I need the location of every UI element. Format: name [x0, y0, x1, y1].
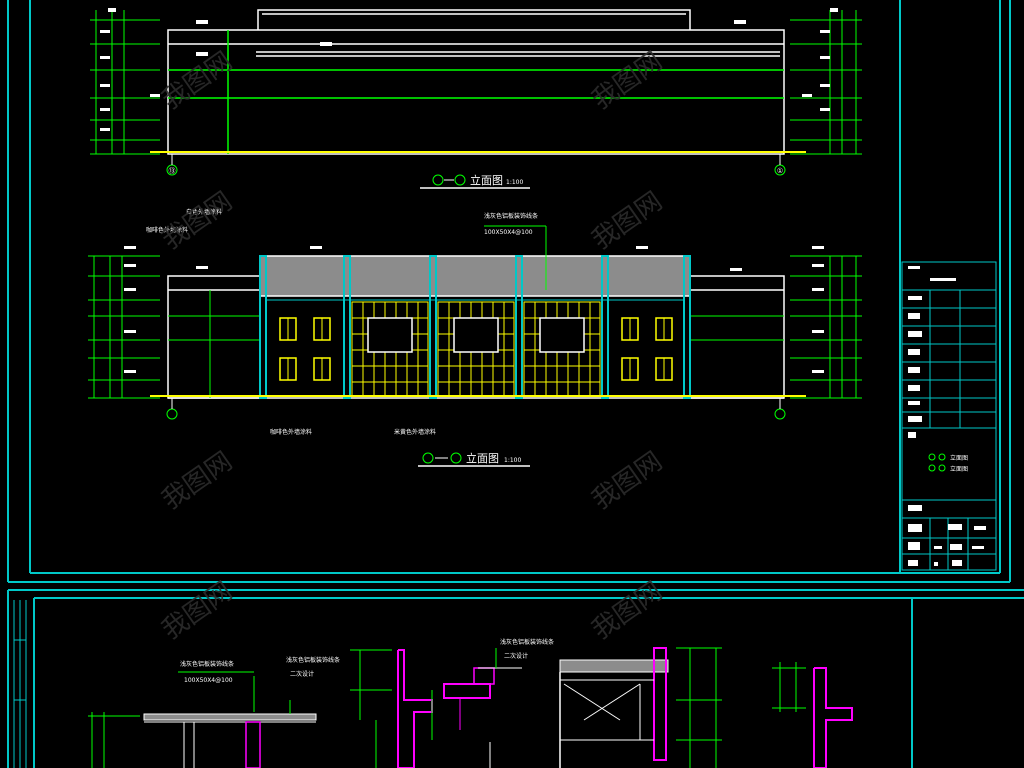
elevation-top-title-text: 立面图 — [470, 173, 503, 187]
legend-label-2: 立面图 — [950, 465, 968, 473]
elevation-bottom-axes — [166, 398, 786, 420]
detail-note-2-sub: 二次设计 — [290, 670, 314, 678]
watermark-2: 我图网 — [587, 46, 668, 115]
detail-note-1-dim: 100X50X4@100 — [184, 677, 233, 684]
title-block-marks — [908, 266, 986, 566]
elevation-bottom-notes: 白色外墙涂料 咖啡色外墙涂料 浅灰色铝板装饰线条 100X50X4@100 咖啡… — [146, 208, 538, 436]
elevation-top: ⑬ ① 立面图 1:100 — [90, 8, 862, 189]
note-coffee-coating: 咖啡色外墙涂料 — [146, 226, 188, 234]
detail-frame-section — [559, 647, 722, 768]
elevation-bottom: 白色外墙涂料 咖啡色外墙涂料 浅灰色铝板装饰线条 100X50X4@100 咖啡… — [88, 208, 862, 467]
elevation-top-dim-marks — [100, 8, 838, 131]
note-bottom-coffee: 咖啡色外墙涂料 — [270, 428, 312, 436]
detail-note-3-sub: 二次设计 — [504, 652, 528, 660]
watermark-3: 我图网 — [157, 186, 238, 255]
note-bottom-beige: 米黄色外墙涂料 — [394, 428, 436, 436]
elevation-top-dim-left — [90, 10, 160, 155]
detail-wall-section-2: 浅灰色铝板装饰线条 二次设计 — [443, 638, 554, 768]
detail-note-2: 浅灰色铝板装饰线条 — [286, 656, 340, 664]
detail-note-1: 浅灰色铝板装饰线条 — [180, 660, 234, 668]
elevation-top-dim-right — [790, 10, 862, 155]
elevation-top-axes: ⑬ ① — [166, 154, 786, 176]
elevation-bottom-dim-right — [790, 255, 862, 399]
detail-note-3: 浅灰色铝板装饰线条 — [500, 638, 554, 646]
watermark-7: 我图网 — [157, 576, 238, 645]
watermark-6: 我图网 — [587, 446, 668, 515]
elevation-bottom-leaders — [484, 225, 547, 290]
elevation-bottom-dim-marks — [124, 246, 824, 373]
title-block — [901, 261, 997, 571]
detail-wall-section-3 — [772, 662, 853, 768]
elevation-bottom-title-text: 立面图 — [466, 451, 499, 465]
elevation-bottom-roof — [259, 255, 691, 297]
elevation-bottom-wing-bands — [168, 290, 784, 398]
axis-label-right: ① — [777, 167, 783, 175]
note-white-coating: 白色外墙涂料 — [186, 208, 222, 216]
note-aluminum-trim: 浅灰色铝板装饰线条 — [484, 212, 538, 220]
watermark-4: 我图网 — [587, 186, 668, 255]
elevation-top-scale: 1:100 — [506, 179, 523, 186]
note-aluminum-trim-dim: 100X50X4@100 — [484, 229, 533, 236]
elevation-top-building — [167, 9, 785, 155]
elevation-bottom-dim-left — [88, 255, 160, 399]
elevation-bottom-window-mullions — [287, 318, 665, 380]
axis-label-left: ⑬ — [169, 167, 176, 175]
detail-canopy: 浅灰色铝板装饰线条 100X50X4@100 浅灰色铝板装饰线条 二次设计 — [88, 656, 340, 768]
second-sheet-titlestrip — [13, 600, 27, 768]
elevation-top-bands — [168, 30, 784, 154]
detail-wall-section-1 — [350, 649, 433, 768]
elevation-bottom-scale: 1:100 — [504, 457, 521, 464]
elevation-bottom-feature-panels — [367, 317, 585, 353]
watermark-5: 我图网 — [157, 446, 238, 515]
watermark-1: 我图网 — [157, 46, 238, 115]
details-sheet: 浅灰色铝板装饰线条 100X50X4@100 浅灰色铝板装饰线条 二次设计 浅灰… — [88, 638, 853, 768]
legend-label-1: 立面图 — [950, 454, 968, 462]
drawing-frame — [7, 0, 1024, 768]
title-block-legend: 立面图 立面图 — [928, 453, 968, 473]
elevation-bottom-title: 立面图 1:100 — [418, 451, 530, 467]
elevation-top-title: 立面图 1:100 — [420, 173, 530, 189]
watermark-8: 我图网 — [587, 576, 668, 645]
elevation-bottom-columns — [259, 255, 691, 399]
